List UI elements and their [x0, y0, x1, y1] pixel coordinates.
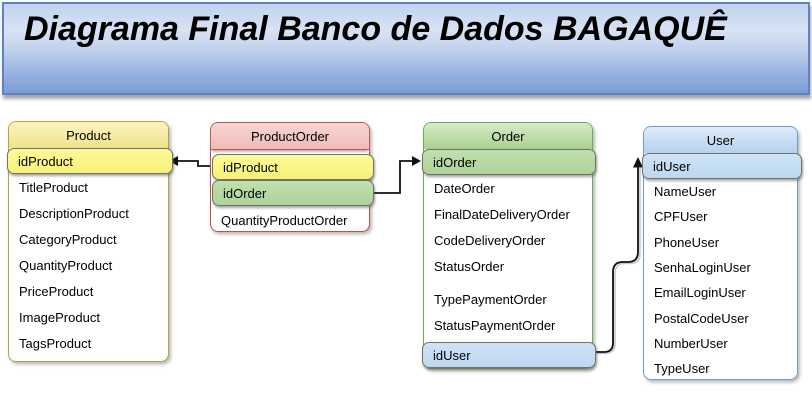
page-title: Diagrama Final Banco de Dados BAGAQUÊ — [24, 10, 727, 48]
entity-user-pk-iduser[interactable]: idUser — [642, 153, 802, 179]
entity-product-attr-titleproduct[interactable]: TitleProduct — [19, 179, 88, 195]
entity-user-attr-phoneuser[interactable]: PhoneUser — [654, 234, 720, 250]
entity-order-pk-idorder[interactable]: idOrder — [422, 149, 596, 175]
entity-user-title: User — [644, 127, 797, 153]
arrowhead-right-icon — [412, 156, 421, 166]
entity-order-attr-typepaymentorder[interactable]: TypePaymentOrder — [434, 291, 547, 307]
entity-product-pk-idproduct[interactable]: idProduct — [7, 148, 173, 174]
entity-productorder-fk-idorder[interactable]: idOrder — [212, 180, 374, 206]
entity-user-attr-cpfuser[interactable]: CPFUser — [654, 209, 708, 225]
relationship-productorder-product — [169, 156, 211, 167]
entity-user[interactable]: User idUser NameUser CPFUser PhoneUser S… — [642, 126, 802, 380]
entity-order-title: Order — [424, 123, 592, 149]
entity-productorder[interactable]: ProductOrder idProduct idOrder QuantityP… — [210, 122, 374, 232]
entity-order-attr-finaldatedeliveryorder[interactable]: FinalDateDeliveryOrder — [434, 206, 570, 222]
entity-product-attr-priceproduct[interactable]: PriceProduct — [19, 283, 94, 299]
entity-order-attr-codedeliveryorder[interactable]: CodeDeliveryOrder — [434, 232, 546, 248]
entity-user-attr-emailloginuser[interactable]: EmailLoginUser — [654, 285, 746, 301]
entity-product-attr-tagsproduct[interactable]: TagsProduct — [19, 335, 92, 351]
entity-product-attr-quantityproduct[interactable]: QuantityProduct — [19, 257, 113, 273]
title-banner: Diagrama Final Banco de Dados BAGAQUÊ — [2, 2, 810, 95]
entity-user-attr-typeuser[interactable]: TypeUser — [654, 361, 710, 377]
entity-user-attr-postalcodeuser[interactable]: PostalCodeUser — [654, 310, 749, 326]
entity-user-attr-senhaloginuser[interactable]: SenhaLoginUser — [654, 260, 751, 276]
entity-product-attr-descriptionproduct[interactable]: DescriptionProduct — [19, 205, 129, 221]
entity-user-attr-nameuser[interactable]: NameUser — [654, 184, 717, 200]
entity-productorder-attr-quantityproductorder[interactable]: QuantityProductOrder — [221, 212, 348, 228]
entity-product[interactable]: Product idProduct TitleProduct Descripti… — [7, 121, 173, 362]
entity-product-attr-imageproduct[interactable]: ImageProduct — [19, 309, 100, 325]
entity-product-attr-categoryproduct[interactable]: CategoryProduct — [19, 231, 117, 247]
entity-order-attr-statusorder[interactable]: StatusOrder — [434, 258, 505, 274]
entity-productorder-title: ProductOrder — [211, 123, 369, 150]
entity-order-fk-iduser[interactable]: idUser — [422, 342, 596, 368]
relationship-productorder-order — [372, 156, 421, 194]
entity-order-attr-statuspaymentorder[interactable]: StatusPaymentOrder — [434, 317, 556, 333]
entity-user-attr-numberuser[interactable]: NumberUser — [654, 335, 728, 351]
entity-order[interactable]: Order idOrder DateOrder FinalDateDeliver… — [422, 122, 596, 369]
entity-product-title: Product — [9, 122, 168, 148]
entity-productorder-fk-idproduct[interactable]: idProduct — [212, 154, 374, 180]
entity-order-attr-dateorder[interactable]: DateOrder — [434, 180, 495, 196]
